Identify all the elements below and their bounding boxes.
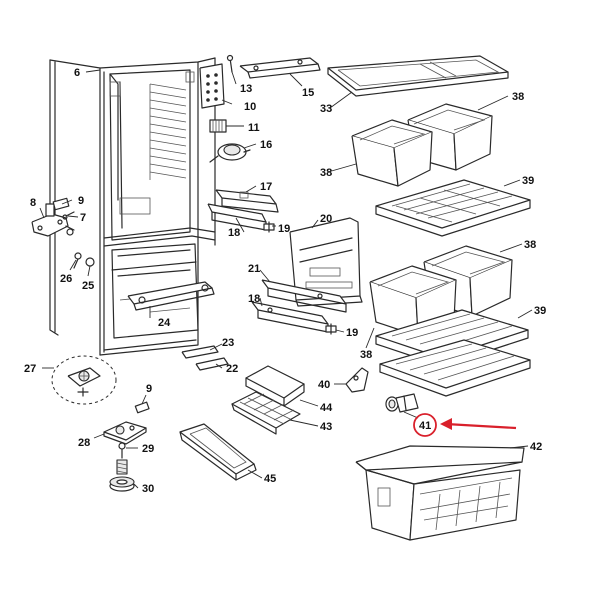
part-21-rail-middle: [261, 279, 347, 313]
part-33-glass-shelf: [327, 55, 509, 97]
label-39-lower: 39: [534, 305, 546, 317]
part-labels: 6 8 9 7 26 25 27 9 28 29 30 24 13 15 10 …: [24, 67, 546, 495]
label-44: 44: [320, 402, 333, 414]
label-39-upper: 39: [522, 175, 534, 187]
part-27-leveling-leg-detail: [51, 355, 117, 405]
part-17-rail-upper: [215, 189, 279, 213]
part-39-wire-shelf-upper: [375, 179, 531, 237]
label-20: 20: [320, 213, 332, 225]
label-11: 11: [248, 122, 260, 134]
part-24-drawer-rail: [127, 281, 215, 311]
leader-lines: [39, 69, 533, 489]
label-45: 45: [264, 473, 276, 485]
part-11-wire-connector: [209, 119, 227, 133]
label-21: 21: [248, 263, 260, 275]
label-41: 41: [419, 420, 431, 432]
label-7: 7: [80, 212, 86, 224]
part-40-support-bracket: [345, 367, 369, 393]
label-8: 8: [30, 197, 36, 209]
part-10-control-panel: [199, 63, 225, 109]
label-40: 40: [318, 379, 330, 391]
label-24: 24: [158, 317, 171, 329]
label-18-lower: 18: [248, 293, 260, 305]
refrigerator-cabinet: [49, 57, 216, 356]
label-10: 10: [244, 101, 256, 113]
label-38-upper-left: 38: [320, 167, 332, 179]
part-8-hinge-bracket: [31, 203, 75, 237]
part-39-wire-shelf-lower: [379, 339, 531, 397]
part-42-crisper-drawer: [355, 445, 525, 541]
label-25: 25: [82, 280, 94, 292]
label-28: 28: [78, 437, 90, 449]
label-43: 43: [320, 421, 332, 433]
label-42: 42: [530, 441, 542, 453]
part-16-fan-motor: [209, 143, 251, 163]
part-7-screw: [62, 211, 75, 220]
part-28-lower-hinge: [103, 421, 147, 445]
label-18-upper: 18: [228, 227, 240, 239]
label-29: 29: [142, 443, 154, 455]
label-38-top: 38: [512, 91, 524, 103]
label-16: 16: [260, 139, 272, 151]
label-15: 15: [302, 87, 314, 99]
label-19-lower: 19: [346, 327, 358, 339]
part-43-ice-tray: [231, 391, 301, 435]
label-38-middle: 38: [524, 239, 536, 251]
label-38-lower: 38: [360, 349, 372, 361]
part-22-clip: [195, 357, 229, 371]
part-15-top-bracket: [239, 57, 321, 79]
part-19-screw-upper: [263, 221, 275, 233]
label-23: 23: [222, 337, 234, 349]
part-9-hinge-pin-bottom: [134, 401, 150, 414]
label-6: 6: [74, 67, 80, 79]
label-33: 33: [320, 103, 332, 115]
label-22: 22: [226, 363, 238, 375]
part-39-wire-shelf-middle: [375, 309, 529, 367]
part-30-leveling-leg: [109, 459, 135, 492]
label-26: 26: [60, 273, 72, 285]
part-19-screw-lower: [325, 323, 337, 335]
part-45-drip-tray: [179, 423, 257, 481]
part-23-clip: [181, 345, 219, 359]
part-25-washer: [85, 257, 95, 267]
part-41-shelf-support: [385, 393, 419, 413]
part-20-divider-panel: [289, 217, 363, 307]
part-38-door-bin-upper-left: [351, 119, 433, 187]
part-9-hinge-pin-top: [52, 197, 70, 211]
label-30: 30: [142, 483, 154, 495]
label-9-upper: 9: [78, 195, 84, 207]
label-27: 27: [24, 363, 36, 375]
part-29-screw: [118, 442, 126, 459]
part-13-screw: [226, 54, 234, 73]
label-19-upper: 19: [278, 223, 290, 235]
part-26-screw: [73, 252, 82, 269]
label-13: 13: [240, 83, 252, 95]
label-17: 17: [260, 181, 272, 193]
highlight-part-41: [403, 411, 517, 437]
label-9-lower: 9: [146, 383, 152, 395]
